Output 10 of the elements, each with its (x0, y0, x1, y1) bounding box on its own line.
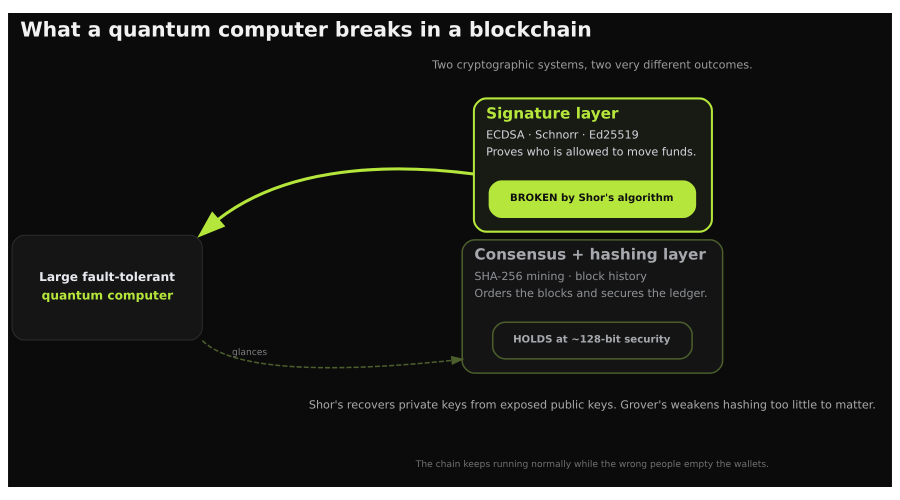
node-box: HOLDS at ~128-bit security (492, 321, 693, 360)
node-box: BROKEN by Shor's algorithm (488, 180, 696, 218)
label: Shor's recovers private keys from exposed public keys. Grover's weakens hashing too little to matter. (308, 398, 876, 412)
diagram-title: What a quantum computer breaks in a blockchain (20, 17, 592, 42)
label: Two cryptographic systems, two very different outcomes. (432, 58, 753, 72)
arrow (202, 340, 464, 368)
arrow (197, 168, 474, 238)
edge-label: glances (232, 348, 268, 358)
label: The chain keeps running normally while the wrong people empty the wallets. (416, 460, 770, 470)
node-box: Large fault-tolerant quantum computer (12, 234, 203, 341)
